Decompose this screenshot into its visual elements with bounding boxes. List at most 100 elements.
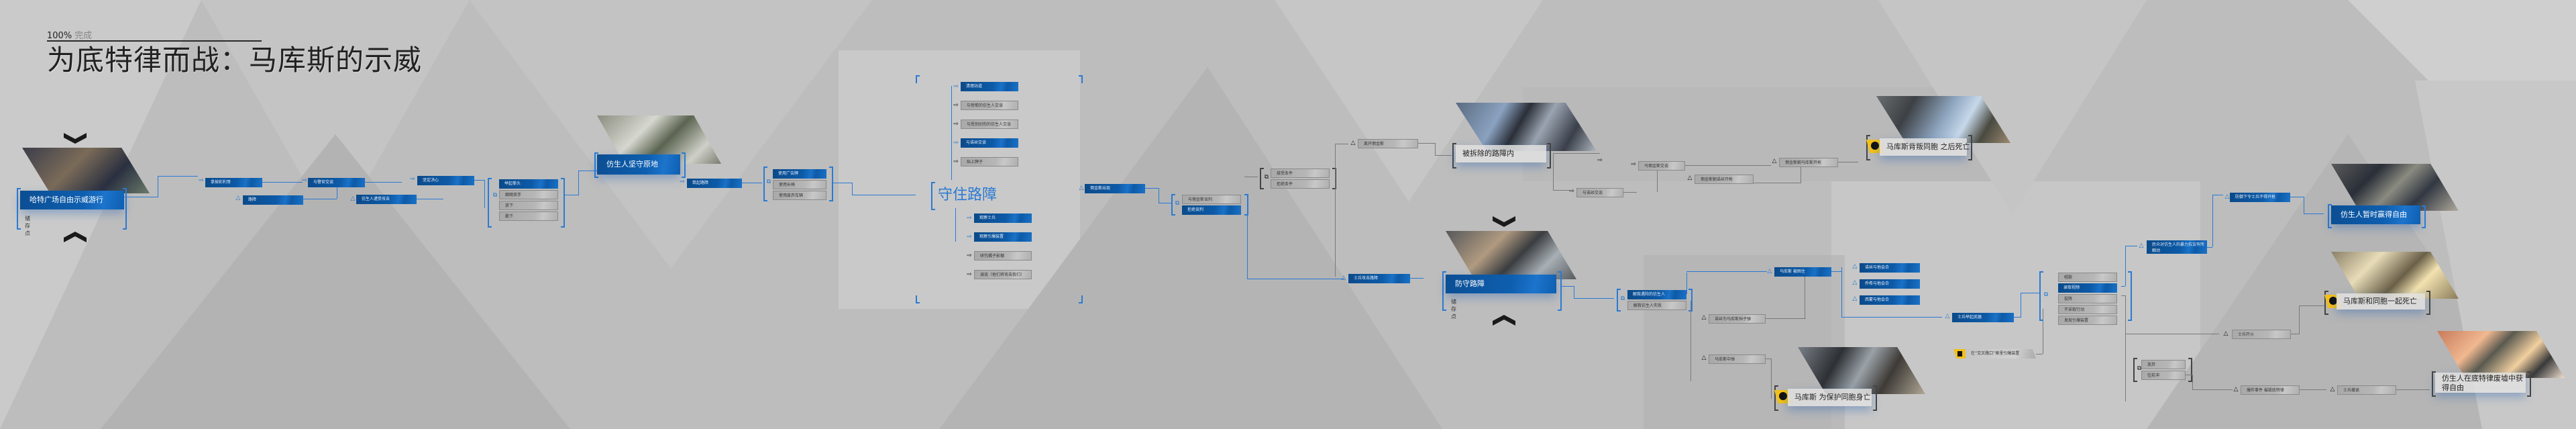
arrow-right-icon: ⇨ <box>953 121 959 128</box>
choice-node[interactable]: 西蒙与他会合 <box>1860 295 1920 305</box>
chevron-down-icon[interactable] <box>1493 216 1515 227</box>
list-item[interactable]: 观察士兵 <box>974 213 1032 223</box>
bracket <box>1774 385 1778 411</box>
list-item[interactable]: 放弃 <box>2141 360 2186 369</box>
choice-node[interactable]: 民众对仿生人的暴力抗议有所触动 <box>2147 240 2207 254</box>
choice-list: 举起拳头 跟随双手 放下 跪下 <box>499 179 558 222</box>
connector <box>1686 273 1687 294</box>
list-item[interactable]: 观察引爆装置 <box>974 232 1032 242</box>
list-item[interactable]: 与惊慌的仿生人交谈 <box>961 101 1018 110</box>
connector <box>2304 213 2324 214</box>
connector <box>484 180 485 208</box>
multi-choice-icon: ⧉ <box>766 179 771 185</box>
list-item[interactable]: 贴上牌子 <box>961 157 1018 166</box>
list-item[interactable]: 与诺丝交谈 <box>961 138 1018 148</box>
list-item[interactable]: 举起拳头 <box>499 179 558 189</box>
list-item[interactable]: 录取视频 <box>2058 283 2117 293</box>
choice-node[interactable]: 马佣金斯交谈 <box>1638 161 1685 171</box>
list-item[interactable]: 清理站道 <box>961 82 1018 91</box>
death-skull-icon <box>1774 390 1792 403</box>
connector <box>1841 267 1842 318</box>
choice-node[interactable]: 拿掉彩利哥 <box>205 178 262 187</box>
connector <box>2299 305 2300 334</box>
list-item[interactable]: 跪下 <box>499 211 558 221</box>
arrow-right-icon: ⇨ <box>953 158 959 165</box>
choice-node[interactable]: 在“交叉路口”章里引爆装置 <box>1966 349 2036 359</box>
choice-list: 放弃 往前冲 <box>2141 360 2186 381</box>
list-item[interactable]: 发现引爆装置 <box>2058 316 2117 325</box>
list-item[interactable]: 接受条件 <box>1271 169 1330 178</box>
bracket <box>2432 371 2436 397</box>
choice-node[interactable]: 佣金斯朝诺丝开枪 <box>1695 175 1754 184</box>
choice-node[interactable]: 士兵撤退 <box>2337 385 2396 395</box>
choice-node[interactable]: 士兵攻击路障 <box>1348 274 1410 283</box>
choice-node[interactable]: 爆炸事件 摧毁底特律 <box>2241 385 2300 395</box>
choice-node[interactable]: 与警官交谈 <box>308 178 365 187</box>
list-item[interactable]: 唱歌 <box>2058 273 2117 282</box>
choice-node[interactable]: 佣金斯朝马库斯开枪 <box>1779 158 1838 167</box>
chevron-up-icon[interactable] <box>64 232 87 242</box>
list-item[interactable]: 与佣金斯谈判 <box>1182 195 1241 204</box>
triangle-icon: △ <box>1852 279 1858 286</box>
choice-node[interactable]: 佣金斯出现 <box>1085 184 1145 193</box>
arrow-right-icon: ⇨ <box>967 271 972 278</box>
choice-node[interactable]: 乔希与他会合 <box>1860 279 1920 289</box>
list-item[interactable]: 调谈（他们将攻击我们） <box>974 270 1032 279</box>
triangle-icon: △ <box>1341 275 1346 281</box>
list-item[interactable]: 拒绝条件 <box>1271 179 1330 189</box>
choice-node[interactable]: 仿生人遭受攻击 <box>356 195 417 204</box>
connector <box>474 180 484 181</box>
list-item[interactable]: 使用广告牌 <box>773 169 826 179</box>
choice-node[interactable]: 防御下令士兵不得开枪 <box>2230 193 2290 202</box>
triangle-icon: △ <box>1945 313 1950 320</box>
completion-status: 100%完成 <box>47 28 92 41</box>
connector <box>2014 317 2021 318</box>
list-item[interactable]: 解救遇险的仿生人 <box>1627 290 1686 299</box>
list-item[interactable]: 研究橘子影棚 <box>974 251 1032 260</box>
connector <box>852 183 853 195</box>
list-item[interactable]: 解救仿生人失败 <box>1627 301 1686 310</box>
choice-node[interactable]: 坚定决心 <box>417 176 474 185</box>
choice-node[interactable]: 离开佣金斯 <box>1358 139 1418 148</box>
connector <box>1145 188 1159 189</box>
list-item[interactable]: 投降 <box>2058 294 2117 303</box>
chevron-down-icon[interactable] <box>64 133 87 144</box>
connector <box>2192 389 2233 390</box>
choice-node[interactable]: 筑起路障 <box>687 179 742 188</box>
bracket <box>2188 358 2192 382</box>
choice-node[interactable]: 路障 <box>243 195 303 205</box>
list-item[interactable]: 使用长椅 <box>773 180 826 189</box>
choice-node[interactable]: 士兵开火 <box>2232 330 2291 339</box>
list-item[interactable]: 与受到创伤的仿生人交谈 <box>961 120 1018 129</box>
choice-node[interactable]: 诺丝与他会合 <box>1860 263 1920 273</box>
start-card-label: 哈特广场自由示威游行 <box>20 191 124 209</box>
ending-betray-label: 马库斯背叛同胞 之后死亡 <box>1880 138 1970 156</box>
connector <box>1247 208 1248 279</box>
list-item[interactable]: 不采取行动 <box>2058 305 2117 314</box>
list-item[interactable]: 跟随双手 <box>499 190 558 199</box>
connector <box>1623 192 1637 193</box>
bracket <box>1968 135 1972 160</box>
triangle-icon: △ <box>1701 354 1707 361</box>
list-item[interactable]: 使用废弃车辆 <box>773 191 826 200</box>
connector <box>1685 165 1771 166</box>
choice-node[interactable]: 与诺丝交谈 <box>1576 188 1623 197</box>
connector <box>1766 318 1806 319</box>
choice-list: 与佣金斯谈判 拒绝谈判 <box>1182 195 1241 216</box>
list-item[interactable]: 拒绝谈判 <box>1182 205 1241 215</box>
triangle-icon: △ <box>2224 193 2230 200</box>
save-point-label: 储存点 <box>1451 299 1456 320</box>
choice-node[interactable]: 马库斯 被困住 <box>1774 267 1831 277</box>
choice-node[interactable]: 马库斯中弹 <box>1709 354 1766 364</box>
multi-choice-icon: ⧉ <box>2043 291 2049 298</box>
list-item[interactable]: 往前冲 <box>2141 371 2186 380</box>
broken-barricade-label: 被拆除的路障内 <box>1456 145 1546 162</box>
choice-node[interactable]: 诺丝为马库斯挡子弹 <box>1709 314 1766 324</box>
list-item[interactable]: 放下 <box>499 201 558 210</box>
chevron-up-icon[interactable] <box>1493 315 1515 326</box>
arrow-right-icon: ⇨ <box>1631 161 1636 168</box>
triangle-icon: △ <box>2223 330 2229 337</box>
choice-node[interactable]: 士兵举起武器 <box>1952 313 2014 322</box>
arrow-right-icon: ⇨ <box>199 177 204 184</box>
